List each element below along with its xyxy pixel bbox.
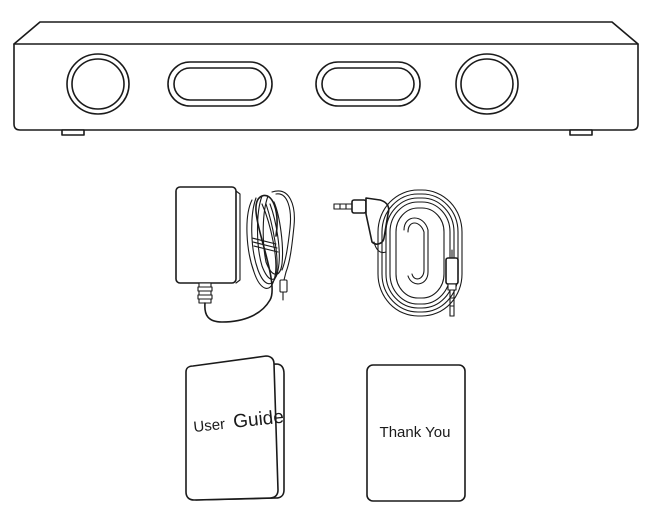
- soundbar-foot-right: [569, 129, 593, 136]
- soundbar-round-driver-right: [455, 53, 519, 115]
- user-guide-booklet: User Guide: [185, 355, 285, 501]
- aux-cable: [333, 189, 463, 317]
- thank-you-card-label: Thank You: [380, 424, 451, 441]
- power-adapter-brick: [175, 186, 237, 284]
- power-adapter-cable: [204, 194, 278, 323]
- soundbar-round-driver-left: [66, 53, 130, 115]
- soundbar-foot-left: [61, 129, 85, 136]
- thank-you-card-outline: [366, 364, 466, 502]
- aux-cable-right-angle-plug: [333, 197, 390, 254]
- aux-cable-straight-plug: [445, 249, 459, 317]
- soundbar-oval-port-right: [315, 61, 421, 107]
- soundbar: [13, 21, 639, 136]
- power-adapter: [175, 186, 295, 323]
- power-adapter-dc-plug: [279, 271, 288, 301]
- thank-you-card: Thank You: [366, 364, 466, 502]
- soundbar-oval-port-left: [167, 61, 273, 107]
- user-guide-label-word-1: User: [193, 416, 226, 436]
- power-adapter-strain-relief: [197, 282, 213, 304]
- power-adapter-cable-coil: [246, 190, 295, 289]
- aux-cable-coil: [377, 189, 463, 317]
- user-guide-cover: [185, 355, 279, 501]
- soundbar-body: [13, 21, 639, 131]
